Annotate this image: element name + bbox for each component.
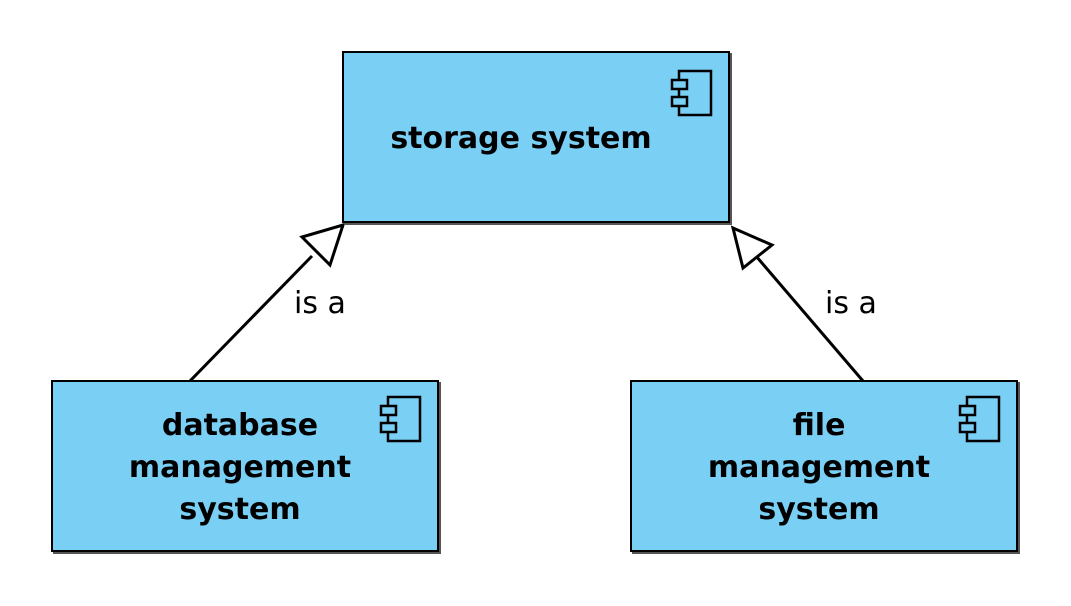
- component-icon: [670, 69, 713, 117]
- node-label: file management system: [707, 408, 931, 527]
- hollow-triangle-arrowhead: [730, 225, 775, 271]
- database-management-system-node[interactable]: database management system: [51, 380, 439, 552]
- file-management-system-node[interactable]: file management system: [630, 380, 1018, 552]
- edge-line: [188, 254, 314, 383]
- component-icon: [379, 395, 422, 443]
- component-icon: [958, 395, 1001, 443]
- edge-fms-to-storage[interactable]: [730, 225, 865, 382]
- node-label: storage system: [390, 121, 652, 156]
- edge-label-dbms: is a: [294, 286, 346, 321]
- edge-dbms-to-storage[interactable]: [188, 222, 346, 383]
- edge-label-fms: is a: [825, 286, 877, 321]
- hollow-triangle-arrowhead: [299, 222, 346, 268]
- node-label: database management system: [128, 408, 352, 527]
- edge-line: [754, 255, 865, 382]
- storage-system-node[interactable]: storage system: [342, 51, 730, 223]
